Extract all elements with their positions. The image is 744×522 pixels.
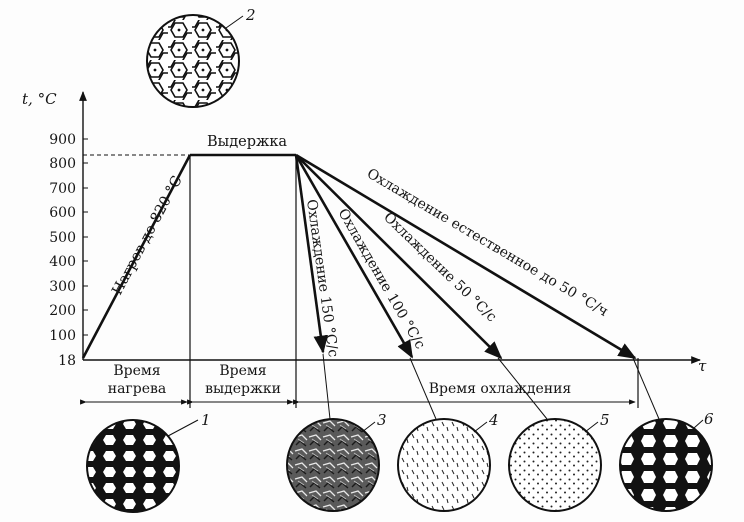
- structure-6-circle: [619, 418, 713, 512]
- y-tick-label: 200: [49, 303, 76, 319]
- structure-6-number: 6: [704, 410, 714, 428]
- y-tick-label: 900: [49, 132, 76, 148]
- heating-line: [81, 154, 192, 359]
- x-axis-label: τ: [698, 357, 707, 375]
- structure-4-number-leader: [473, 421, 488, 433]
- structure-6-leader: [632, 357, 660, 420]
- y-tick-label: 700: [49, 181, 76, 197]
- structure-5-number-leader: [584, 421, 599, 433]
- y-tick-label: 18: [58, 353, 76, 369]
- y-tick-label: 400: [49, 254, 76, 270]
- structure-4-number: 4: [488, 411, 499, 429]
- structure-1-circle: [86, 419, 180, 513]
- structure-6-number-leader: [693, 419, 704, 429]
- structure-4-leader: [409, 357, 437, 420]
- cooling-line-150: [294, 154, 328, 354]
- y-tick-label: 600: [49, 205, 76, 221]
- holding-label: Выдержка: [207, 134, 287, 150]
- y-axis-label: t, °C: [22, 90, 57, 108]
- time-heating-line1: Время: [113, 363, 160, 379]
- structure-3-number-leader: [361, 421, 376, 433]
- y-tick-label: 500: [49, 230, 76, 246]
- y-ticks: 900 800 700 600 500 400 300 200 100 18: [49, 132, 88, 369]
- structure-5-number: 5: [600, 411, 610, 429]
- cooling-line-natural: [295, 153, 637, 360]
- y-tick-label: 800: [49, 156, 76, 172]
- structure-3-number: 3: [377, 411, 387, 429]
- time-holding-line1: Время: [219, 363, 266, 379]
- structure-5-leader: [497, 357, 548, 420]
- structure-2-circle: [146, 14, 240, 108]
- heating-label: Нагрев до 820 °С: [109, 173, 185, 297]
- time-heating-line2: нагрева: [108, 381, 167, 397]
- structure-5-circle: [508, 418, 602, 512]
- y-tick-label: 100: [49, 328, 76, 344]
- y-tick-label: 300: [49, 279, 76, 295]
- time-holding-line2: выдержки: [205, 381, 281, 397]
- structure-2-leader: [225, 15, 244, 29]
- structure-2-number: 2: [245, 6, 256, 24]
- structure-3-circle: [286, 418, 380, 512]
- cooling-line-100: [294, 154, 414, 359]
- structure-3-leader: [322, 353, 331, 420]
- structure-1-number: 1: [201, 411, 211, 429]
- cooling-line-50: [295, 154, 503, 360]
- time-cooling: Время охлаждения: [429, 381, 572, 397]
- structure-4-circle: [397, 418, 491, 512]
- structure-1-leader: [167, 419, 199, 437]
- cooling-label-100: Охлаждение 100 °С/с: [335, 206, 429, 352]
